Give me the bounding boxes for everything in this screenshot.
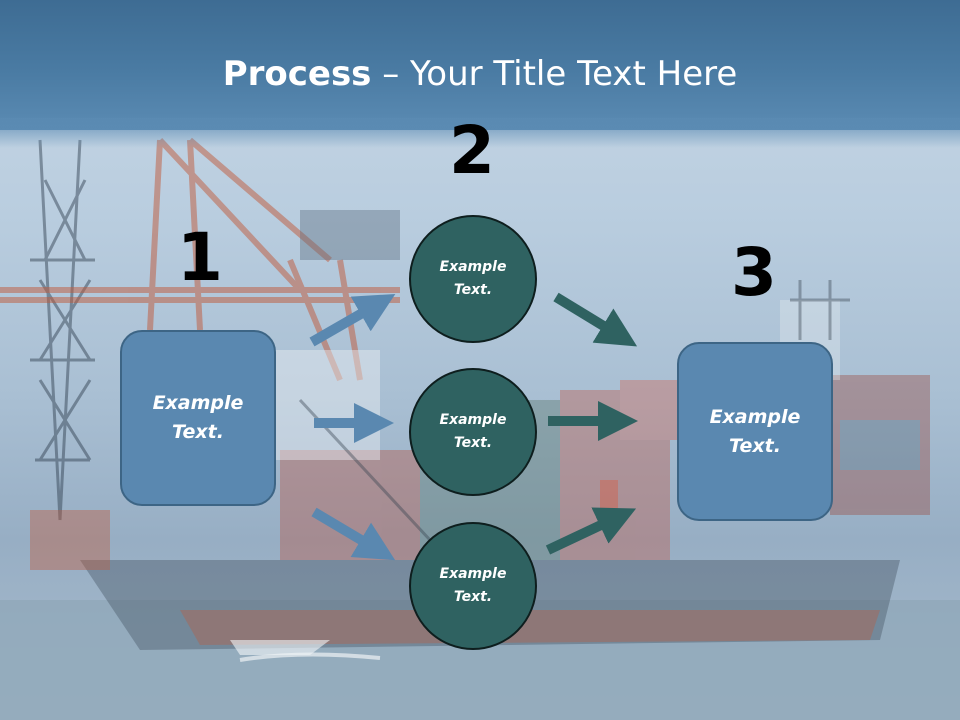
circle-2-line1: Example — [439, 412, 507, 428]
circle-2-line2: Text. — [453, 435, 493, 451]
title-rest: – Your Title Text Here — [371, 54, 738, 94]
step-number-2: 2 — [449, 112, 495, 189]
step-number-1: 1 — [177, 219, 223, 296]
end-box-line2: Text. — [729, 434, 781, 457]
start-box-line2: Text. — [172, 421, 224, 443]
circle-1-line1: Example — [439, 259, 507, 275]
arrow-to-circle-1 — [309, 294, 396, 347]
arrow-to-circle-3 — [311, 507, 396, 561]
circle-1-line2: Text. — [453, 282, 493, 298]
title-band-fade — [0, 118, 960, 148]
slide-title: Process – Your Title Text Here — [0, 52, 960, 96]
end-box-line1: Example — [709, 405, 801, 428]
step-number-3: 3 — [731, 234, 777, 311]
circle-3-line1: Example — [439, 566, 507, 582]
arrow-from-circle-3 — [545, 507, 637, 555]
title-bold: Process — [222, 54, 372, 94]
start-box-line1: Example — [152, 392, 244, 414]
title-band — [0, 0, 960, 130]
arrow-from-circle-1 — [553, 292, 638, 347]
circle-3-line2: Text. — [453, 589, 493, 605]
